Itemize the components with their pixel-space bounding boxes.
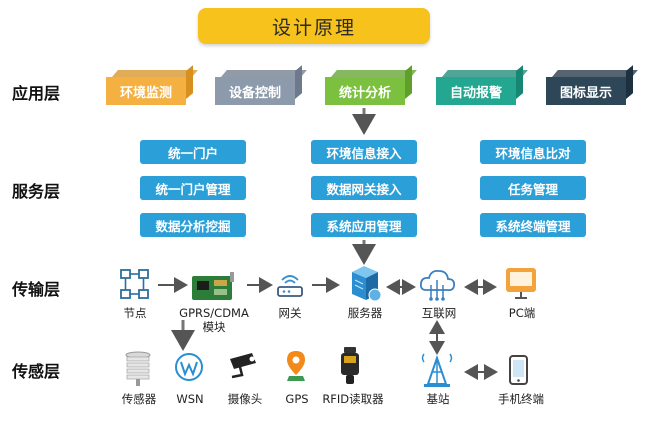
label-rfid: RFID读取器 bbox=[322, 392, 384, 406]
label-gps: GPS bbox=[285, 392, 309, 406]
service-system-app-mgmt: 系统应用管理 bbox=[311, 213, 417, 237]
service-env-info-compare: 环境信息比对 bbox=[480, 140, 586, 164]
server-icon bbox=[352, 266, 382, 302]
layer-label-application: 应用层 bbox=[12, 84, 61, 103]
label-internet: 互联网 bbox=[421, 306, 457, 320]
label-node: 节点 bbox=[123, 306, 147, 320]
internet-cloud-icon bbox=[419, 269, 456, 301]
label-gateway: 网关 bbox=[278, 306, 302, 320]
app-module-label: 自动报警 bbox=[436, 77, 516, 105]
base-station-icon bbox=[421, 353, 453, 387]
app-module-device-control: 设备控制 bbox=[215, 65, 307, 106]
gps-pin-icon bbox=[287, 351, 305, 381]
pc-terminal-icon bbox=[506, 268, 536, 299]
gprs-module-icon bbox=[192, 272, 234, 300]
label-mobile: 手机终端 bbox=[498, 392, 544, 406]
label-gprs-line1: GPRS/CDMA bbox=[179, 306, 249, 320]
label-gprs-line2: 模块 bbox=[202, 320, 226, 334]
gateway-icon bbox=[277, 275, 303, 297]
app-module-label: 图标显示 bbox=[546, 77, 626, 105]
wsn-icon bbox=[175, 353, 203, 381]
camera-icon bbox=[230, 353, 256, 379]
sensor-icon bbox=[125, 351, 151, 386]
service-env-info-access: 环境信息接入 bbox=[311, 140, 417, 164]
page-title: 设计原理 bbox=[198, 8, 430, 44]
app-module-auto-alarm: 自动报警 bbox=[436, 65, 528, 106]
app-module-label: 设备控制 bbox=[215, 77, 295, 105]
layer-label-transport: 传输层 bbox=[12, 280, 61, 299]
service-terminal-mgmt: 系统终端管理 bbox=[480, 213, 586, 237]
rfid-reader-icon bbox=[341, 347, 359, 384]
mobile-phone-icon bbox=[509, 355, 528, 385]
app-module-chart-display: 图标显示 bbox=[546, 65, 638, 106]
label-base-station: 基站 bbox=[426, 392, 450, 406]
service-data-gateway-access: 数据网关接入 bbox=[311, 176, 417, 200]
app-module-label: 环境监测 bbox=[106, 77, 186, 105]
node-icon bbox=[120, 269, 149, 299]
app-module-stats-analysis: 统计分析 bbox=[325, 65, 417, 106]
label-pc: PC端 bbox=[508, 306, 536, 320]
service-data-mining: 数据分析挖掘 bbox=[140, 213, 246, 237]
layer-label-sensing: 传感层 bbox=[12, 362, 61, 381]
label-camera: 摄像头 bbox=[227, 392, 263, 406]
label-server: 服务器 bbox=[347, 306, 383, 320]
service-task-mgmt: 任务管理 bbox=[480, 176, 586, 200]
label-wsn: WSN bbox=[176, 392, 204, 406]
layer-label-service: 服务层 bbox=[12, 182, 61, 201]
label-sensor: 传感器 bbox=[121, 392, 157, 406]
service-unified-portal: 统一门户 bbox=[140, 140, 246, 164]
app-module-label: 统计分析 bbox=[325, 77, 405, 105]
app-module-env-monitoring: 环境监测 bbox=[106, 65, 198, 106]
service-unified-portal-mgmt: 统一门户管理 bbox=[140, 176, 246, 200]
